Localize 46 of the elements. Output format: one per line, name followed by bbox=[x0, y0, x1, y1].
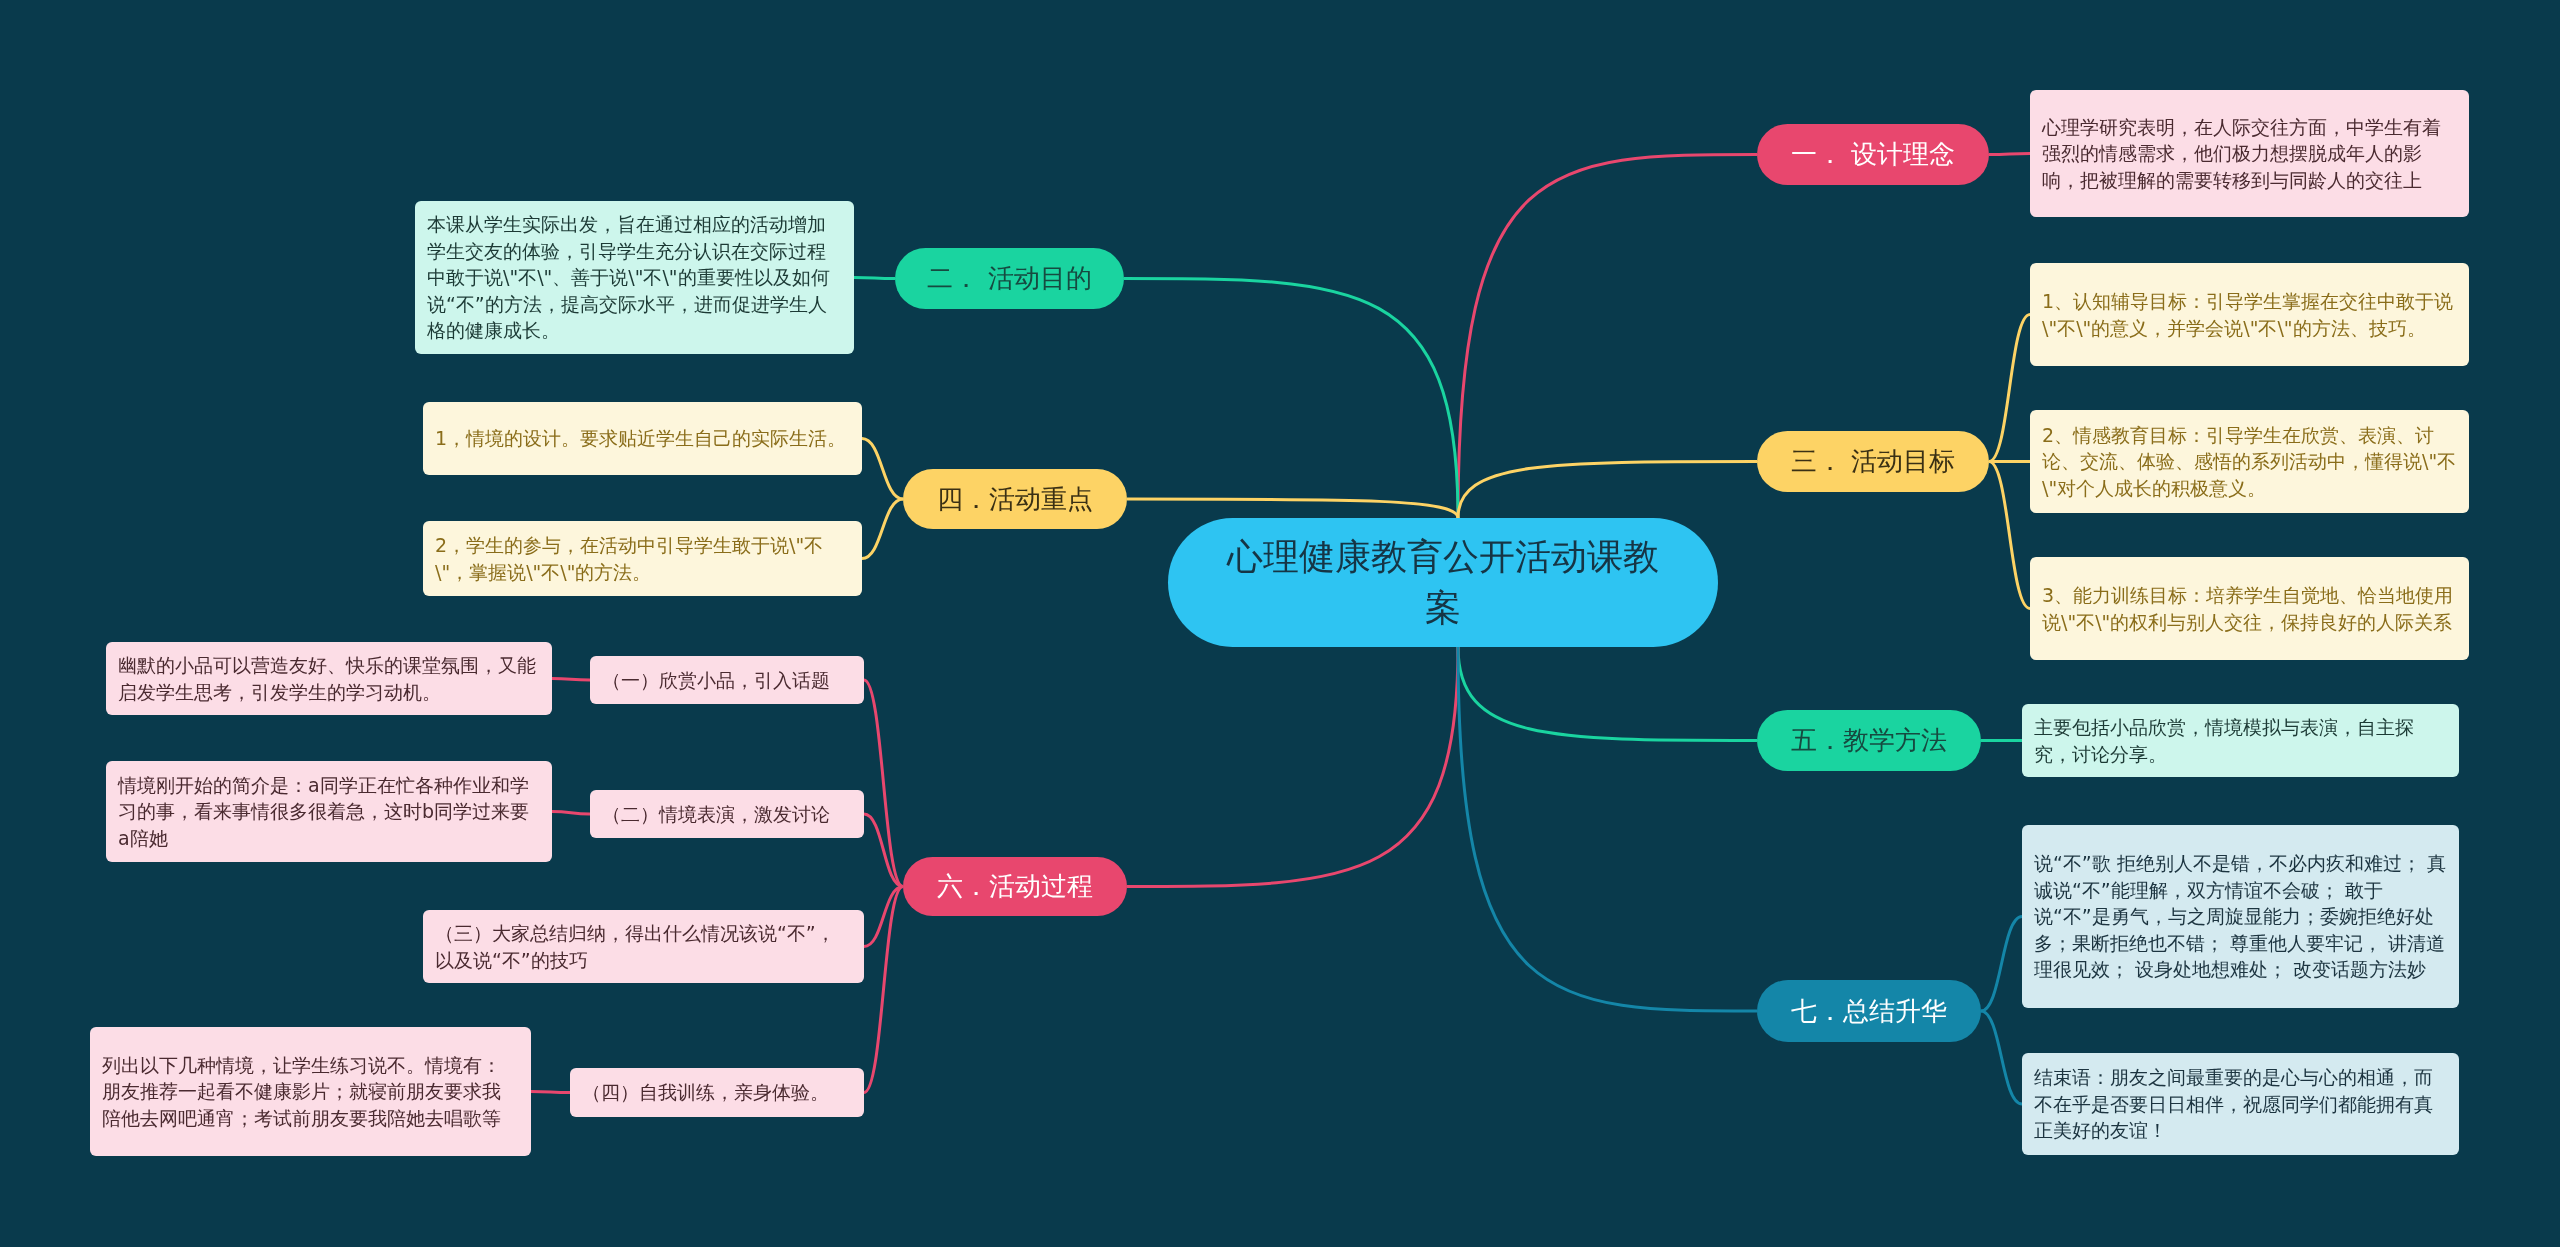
connector-line bbox=[863, 812, 904, 888]
subtopic-card: 1、认知辅导目标：引导学生掌握在交往中敢于说\"不\"的意义，并学会说\"不\"的方法、技巧。 bbox=[2030, 263, 2469, 366]
connector-line bbox=[861, 437, 904, 501]
subtopic-card: 列出以下几种情境，让学生练习说不。情境有：朋友推荐一起看不健康影片；就寝前朋友要求我陪他去网吧通宵；考试前朋友要我陪她去唱歌等 bbox=[90, 1027, 531, 1156]
connector-line bbox=[1989, 460, 2030, 463]
branch-topic: 一． 设计理念 bbox=[1757, 124, 1989, 185]
connector-line bbox=[1980, 915, 2023, 1013]
branch-topic: 七．总结升华 bbox=[1757, 980, 1981, 1042]
connector-line bbox=[1127, 646, 1460, 888]
subtopic-card: 结束语：朋友之间最重要的是心与心的相通，而不在乎是否要日日相伴，祝愿同学们都能拥有真正美好的友谊！ bbox=[2022, 1053, 2459, 1155]
subtopic-card: 说“不”歌 拒绝别人不是错，不必内疚和难过； 真诚说“不”能理解，双方情谊不会破； 敢于说“不”是勇气，与之周旋显能力；委婉拒绝好处多；果断拒绝也不错； 尊重他人要牢记， 讲清道理很见效； 设身处地想难处； 改变话题方法妙 bbox=[2022, 825, 2459, 1008]
subtopic-card: 幽默的小品可以营造友好、快乐的课堂氛围，又能启发学生思考，引发学生的学习动机。 bbox=[106, 642, 552, 715]
connector-line bbox=[863, 885, 904, 1094]
connector-line bbox=[1988, 313, 2031, 463]
connector-line bbox=[854, 276, 895, 280]
subtopic-card: 情境刚开始的简介是：a同学正在忙各种作业和学习的事，看来事情很多很着急，这时b同学过来要a陪她 bbox=[106, 761, 552, 862]
subtopic-card: 2、情感教育目标：引导学生在欣赏、表演、讨论、交流、体验、感悟的系列活动中，懂得说\"不\"对个人成长的积极意义。 bbox=[2030, 410, 2469, 513]
subtopic-card: （三）大家总结归纳，得出什么情况该说“不”，以及说“不”的技巧 bbox=[423, 910, 864, 983]
connector-line bbox=[552, 677, 590, 682]
branch-topic: 五．教学方法 bbox=[1757, 710, 1981, 771]
connector-line bbox=[1981, 739, 2022, 742]
central-topic: 心理健康教育公开活动课教案 bbox=[1168, 518, 1718, 647]
subtopic-card: （四）自我训练，亲身体验。 bbox=[570, 1068, 864, 1117]
subtopic-card: （一）欣赏小品，引入话题 bbox=[590, 656, 864, 704]
subtopic-card: 心理学研究表明，在人际交往方面，中学生有着强烈的情感需求，他们极力想摆脱成年人的影响，把被理解的需要转移到与同龄人的交往上 bbox=[2030, 90, 2469, 217]
subtopic-card: 3、能力训练目标：培养学生自觉地、恰当地使用说\"不\"的权利与别人交往，保持良好的人际关系 bbox=[2030, 557, 2469, 660]
subtopic-card: 主要包括小品欣赏，情境模拟与表演，自主探究，讨论分享。 bbox=[2022, 704, 2459, 777]
connector-line bbox=[863, 885, 904, 948]
subtopic-card: 1，情境的设计。要求贴近学生自己的实际生活。 bbox=[423, 402, 862, 475]
connector-line bbox=[861, 497, 904, 560]
branch-topic: 二． 活动目的 bbox=[895, 248, 1124, 309]
connector-line bbox=[531, 1090, 570, 1094]
connector-line bbox=[552, 810, 590, 816]
subtopic-card: （二）情境表演，激发讨论 bbox=[590, 790, 864, 838]
connector-line bbox=[1127, 497, 1460, 519]
connector-line bbox=[1456, 646, 1757, 1013]
connector-line bbox=[1989, 152, 2030, 156]
connector-line bbox=[1980, 1009, 2023, 1106]
subtopic-card: 2，学生的参与，在活动中引导学生敢于说\"不\"，掌握说\"不\"的方法。 bbox=[423, 521, 862, 596]
connector-line bbox=[1988, 460, 2031, 610]
connector-line bbox=[1456, 460, 1757, 519]
connector-line bbox=[863, 678, 904, 888]
branch-topic: 六．活动过程 bbox=[903, 857, 1127, 916]
branch-topic: 四．活动重点 bbox=[903, 469, 1127, 529]
subtopic-card: 本课从学生实际出发，旨在通过相应的活动增加学生交友的体验，引导学生充分认识在交际过程中敢于说\"不\"、善于说\"不\"的重要性以及如何说“不”的方法，提高交际水平，进而促进学生人格的健康成长。 bbox=[415, 201, 854, 354]
branch-topic: 三． 活动目标 bbox=[1757, 431, 1989, 492]
